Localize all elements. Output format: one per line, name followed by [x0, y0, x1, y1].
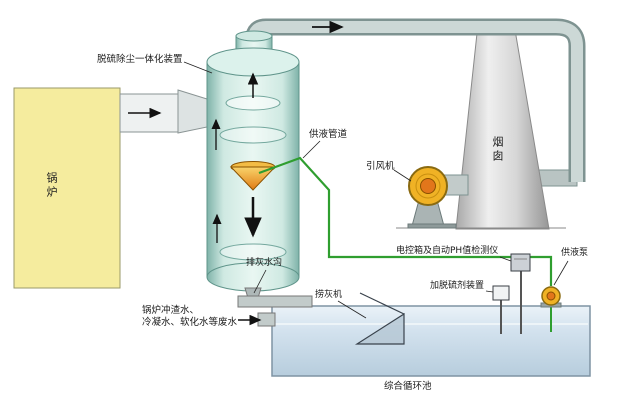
leader-control-box [499, 256, 512, 262]
fan-hub [420, 178, 436, 194]
dosing-device-label: 加脱硫剂装置 [430, 281, 485, 291]
leader-lines [183, 61, 569, 319]
ash-scraper-scoop [354, 312, 405, 345]
supply-pipe-label: 供液管道 [309, 129, 348, 140]
chimney-body [455, 23, 550, 230]
tower-collar-top [235, 30, 273, 42]
pump-hub [546, 291, 556, 301]
chimney-label: 烟囱 [491, 136, 504, 164]
boiler-body [13, 87, 121, 289]
boiler-label: 锅炉 [45, 172, 58, 200]
ash-ditch-channel [237, 295, 313, 308]
ash-ditch-label: 排灰水沟 [246, 258, 283, 268]
fan-base [407, 223, 457, 229]
upper-tray [219, 126, 287, 144]
lower-tray [219, 243, 287, 261]
leader-device [183, 61, 213, 74]
ash-machine-label: 捞灰机 [315, 290, 343, 300]
dosing-device [492, 285, 510, 301]
duct-transition [177, 89, 208, 134]
leader-ash-machine [337, 300, 367, 319]
leader-fan [393, 169, 412, 182]
device-label: 脱硫除尘一体化装置 [97, 54, 183, 65]
pool-label: 综合循环池 [384, 381, 432, 392]
leader-ash-ditch [253, 269, 267, 294]
ash-scraper-arm [359, 292, 405, 315]
leader-supply-pipe [302, 140, 321, 159]
leader-pump [553, 260, 569, 286]
wastewater-inlet-pipe [257, 312, 276, 327]
wastewater-label-line1: 锅炉冲渣水、 [142, 305, 200, 316]
fan-label: 引风机 [366, 161, 395, 172]
supply-pump-label: 供液泵 [561, 248, 589, 258]
tower-top-cap [206, 47, 300, 77]
circulation-pool [271, 305, 591, 377]
demister-tray [225, 95, 281, 111]
wastewater-label-line2: 冷凝水、软化水等废水 [142, 317, 238, 328]
spray-cone [229, 166, 277, 191]
liquid-supply-pipe [258, 156, 553, 286]
fan-ring [415, 173, 441, 199]
control-box [510, 253, 531, 272]
control-box-label: 电控箱及自动PH值检测仪 [396, 246, 499, 256]
leader-dosing [485, 290, 494, 293]
